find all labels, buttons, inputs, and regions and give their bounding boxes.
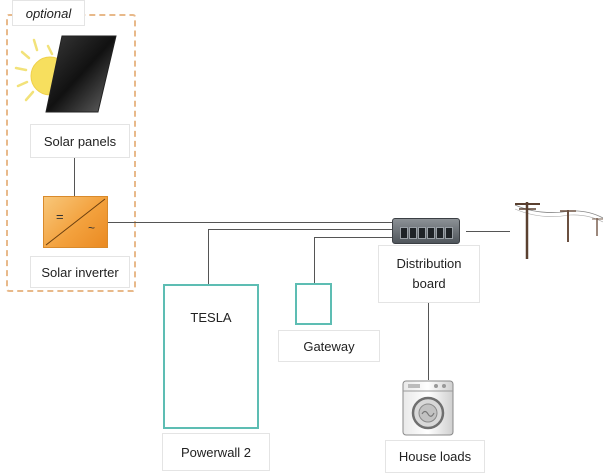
wire-panels-inverter bbox=[74, 158, 75, 196]
optional-label: optional bbox=[12, 0, 85, 26]
distribution-board-label-line2: board bbox=[412, 276, 446, 291]
solar-inverter-icon: = ~ bbox=[43, 196, 108, 248]
gateway-device bbox=[295, 283, 332, 325]
dc-symbol: = bbox=[56, 209, 64, 224]
powerwall-battery: TESLA bbox=[163, 284, 259, 429]
wire-gateway-board-v bbox=[314, 237, 315, 283]
wire-board-loads bbox=[428, 303, 429, 380]
ac-symbol: ~ bbox=[88, 221, 96, 235]
power-pole-icon bbox=[510, 196, 603, 260]
washing-machine-icon bbox=[402, 380, 454, 436]
house-loads-label: House loads bbox=[385, 440, 485, 473]
distribution-board-label-line1: Distribution bbox=[396, 256, 462, 271]
powerwall-label: Powerwall 2 bbox=[162, 433, 270, 471]
tesla-brand-label: TESLA bbox=[190, 310, 232, 325]
distribution-board-label: Distribution board bbox=[378, 245, 480, 303]
solar-panels-label: Solar panels bbox=[30, 124, 130, 158]
wire-board-grid bbox=[466, 231, 511, 232]
wire-gateway-board-h bbox=[314, 237, 392, 238]
gateway-label: Gateway bbox=[278, 330, 380, 362]
solar-inverter-label: Solar inverter bbox=[30, 256, 130, 288]
wire-powerwall-board-v bbox=[208, 229, 209, 284]
wire-inverter-board bbox=[108, 222, 392, 223]
wire-powerwall-board-h bbox=[208, 229, 392, 230]
distribution-board-icon bbox=[392, 218, 460, 244]
solar-panel-icon bbox=[14, 35, 117, 113]
